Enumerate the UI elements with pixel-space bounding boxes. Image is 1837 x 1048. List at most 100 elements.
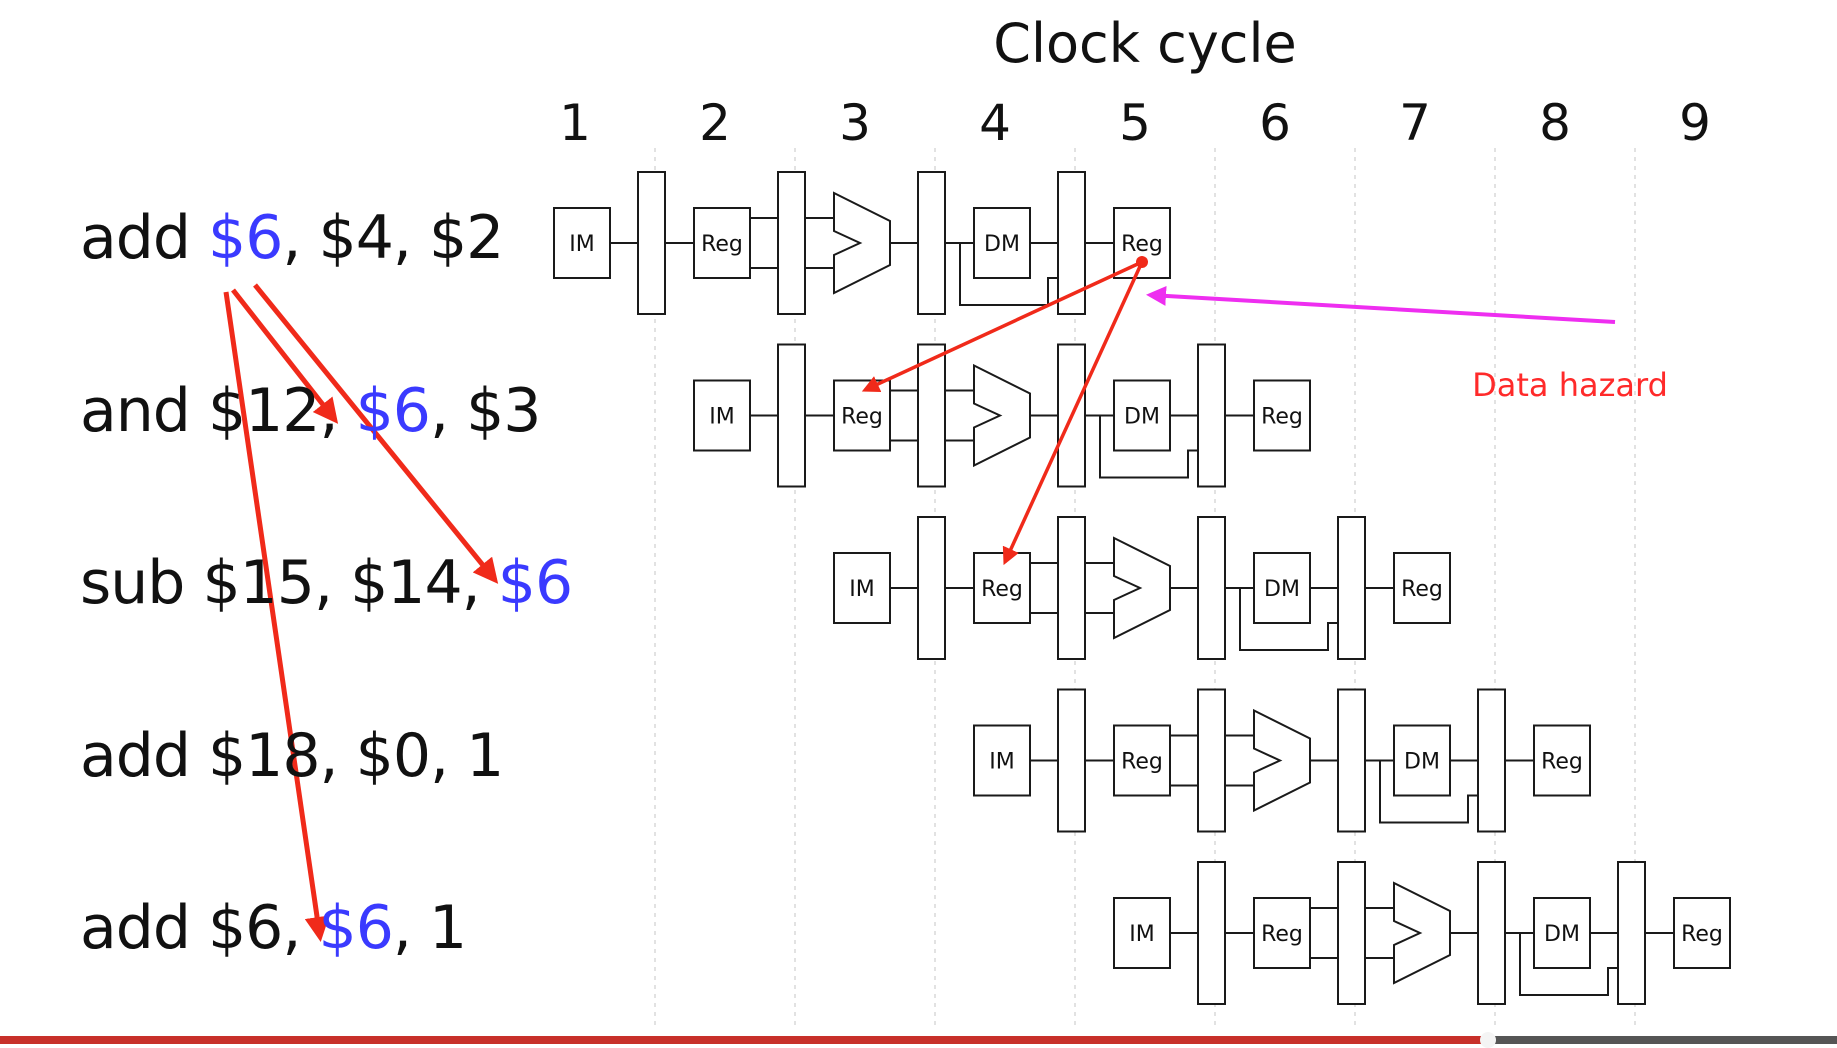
- hazard-arrow-row3: [1002, 261, 1144, 566]
- pipeline-register: [1197, 343, 1226, 488]
- reg-read-box: [693, 207, 751, 279]
- reg-read-label: Reg: [1121, 750, 1163, 775]
- reg-read-label: Reg: [1261, 922, 1303, 947]
- pipeline-register: [917, 516, 946, 660]
- instruction-text: add: [80, 203, 209, 273]
- cycle-number-3: 3: [839, 94, 871, 152]
- pipeline-register: [1057, 516, 1086, 660]
- cycle-number-9: 9: [1679, 94, 1711, 152]
- progress-fill: [0, 1036, 1488, 1044]
- data-hazard-label: Data hazard: [1472, 366, 1668, 404]
- instruction-text: add $6,: [80, 893, 319, 963]
- dm-label: DM: [1544, 922, 1580, 947]
- alu-shape: [833, 191, 891, 295]
- pipeline-register: [1197, 861, 1226, 1005]
- dm-box: [1393, 724, 1451, 797]
- reg-read-label: Reg: [981, 577, 1023, 602]
- pipeline-register: [1197, 516, 1226, 660]
- dm-label: DM: [1404, 750, 1440, 775]
- instruction-text: sub $15, $14,: [80, 548, 498, 618]
- pipeline-register: [1337, 861, 1366, 1005]
- datapath-wire: [1099, 415, 1198, 479]
- cycle-number-7: 7: [1399, 94, 1431, 152]
- pipeline-register: [777, 343, 806, 488]
- im-box: [833, 552, 891, 624]
- reg-read-box: [1253, 897, 1311, 969]
- datapath-wire: [1239, 588, 1338, 651]
- pipeline-register: [1477, 861, 1506, 1005]
- dm-box: [1113, 379, 1171, 452]
- dependent-register: $6: [208, 203, 283, 273]
- reg-read-label: Reg: [701, 232, 743, 257]
- reg-write-box: [1533, 724, 1591, 797]
- video-progress-bar[interactable]: [0, 1032, 1837, 1048]
- pipeline-register: [917, 171, 946, 315]
- dependent-register: $6: [318, 893, 394, 963]
- dm-label: DM: [984, 232, 1020, 257]
- progress-handle[interactable]: [1479, 1032, 1496, 1048]
- im-label: IM: [849, 577, 874, 602]
- reg-read-box: [1113, 724, 1171, 797]
- dependency-arrow-sub: [253, 283, 499, 584]
- pipeline-row: IM Reg DM Reg: [833, 516, 1451, 660]
- dependency-arrows: [223, 256, 1616, 942]
- pipeline-register: [1477, 688, 1506, 833]
- pipeline-register: [1197, 688, 1226, 833]
- cycle-number-1: 1: [559, 94, 591, 152]
- reg-read-box: [833, 379, 891, 452]
- dependency-arrow-add6: [223, 291, 330, 942]
- dependent-register: $6: [497, 548, 573, 618]
- alu-shape: [1253, 708, 1311, 813]
- reg-write-label: Reg: [1541, 750, 1583, 775]
- datapath-wire: [1519, 933, 1618, 996]
- reg-write-label: Reg: [1121, 232, 1163, 257]
- im-label: IM: [1129, 922, 1154, 947]
- hazard-pointer-arrow: [1146, 285, 1616, 324]
- reg-write-label: Reg: [1401, 577, 1443, 602]
- pipeline-row: IM Reg DM Reg: [973, 688, 1591, 833]
- reg-read-label: Reg: [841, 405, 883, 430]
- dm-box: [973, 207, 1031, 279]
- cycle-number-5: 5: [1119, 94, 1151, 152]
- dm-label: DM: [1124, 405, 1160, 430]
- reg-write-label: Reg: [1681, 922, 1723, 947]
- datapath-wire: [1379, 760, 1478, 824]
- pipeline-register: [1337, 688, 1366, 833]
- dm-box: [1533, 897, 1591, 969]
- pipeline-register: [777, 171, 806, 315]
- instruction-4: add $18, $0, 1: [80, 720, 504, 791]
- instruction-text: , 1: [392, 893, 467, 963]
- instruction-2: and $12, $6, $3: [80, 375, 541, 446]
- alu-shape: [973, 363, 1031, 468]
- reg-read-box: [973, 552, 1031, 624]
- pipeline-row: IM Reg DM Reg: [1113, 861, 1731, 1005]
- im-label: IM: [709, 405, 734, 430]
- reg-write-box: [1673, 897, 1731, 969]
- clock-cycle-title: Clock cycle: [993, 12, 1296, 75]
- pipeline-register: [637, 171, 666, 315]
- instruction-text: , $4, $2: [282, 203, 504, 273]
- cycle-numbers: 1 2 3 4 5 6 7 8 9: [559, 94, 1711, 152]
- im-box: [553, 207, 611, 279]
- alu-shape: [1393, 881, 1451, 985]
- cycle-number-2: 2: [699, 94, 731, 152]
- dm-label: DM: [1264, 577, 1300, 602]
- pipeline-register: [1617, 861, 1646, 1005]
- cycle-number-4: 4: [979, 94, 1011, 152]
- pipeline-register: [1337, 516, 1366, 660]
- im-label: IM: [989, 750, 1014, 775]
- dependent-register: $6: [355, 375, 431, 446]
- cycle-number-8: 8: [1539, 94, 1571, 152]
- im-box: [693, 379, 751, 452]
- instruction-1: add $6, $4, $2: [80, 203, 504, 273]
- instruction-text: add $18, $0, 1: [80, 720, 504, 791]
- pipeline-register: [917, 343, 946, 488]
- dependency-arrow-and: [231, 288, 339, 424]
- reg-write-box: [1393, 552, 1451, 624]
- instruction-text: and $12,: [80, 375, 356, 446]
- cycle-number-6: 6: [1259, 94, 1291, 152]
- instruction-5: add $6, $6, 1: [80, 893, 467, 963]
